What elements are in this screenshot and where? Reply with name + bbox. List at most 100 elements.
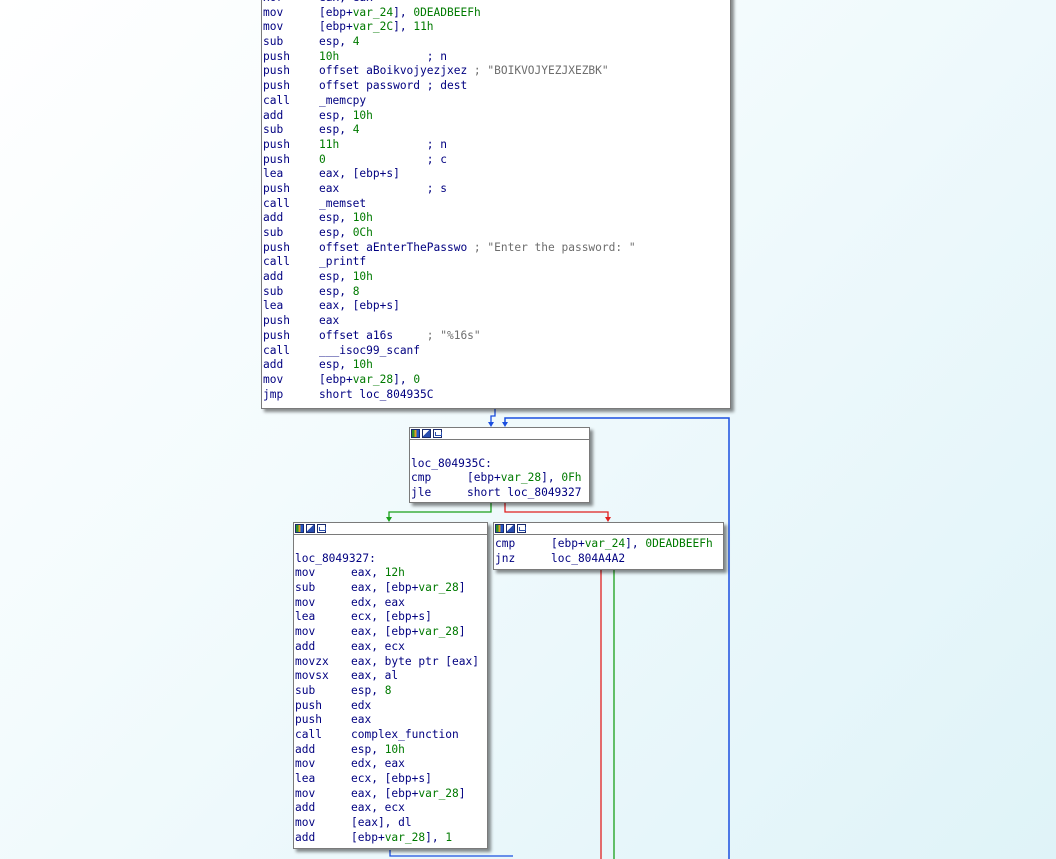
asm-line[interactable]: call_memset <box>262 197 730 212</box>
mnemonic: mov <box>295 816 316 830</box>
edge-main-to-check <box>490 408 496 424</box>
asm-line[interactable]: loc_8049327: <box>294 552 487 567</box>
operands: eax, [ebp+s] <box>319 299 400 314</box>
arrow-false <box>605 517 611 522</box>
operands: 0 ; c <box>319 153 447 168</box>
mnemonic: sub <box>295 581 316 595</box>
operands: eax, ecx <box>351 801 405 816</box>
mnemonic: add <box>295 830 316 844</box>
operands: eax, [ebp+s] <box>319 167 400 182</box>
operands: edx, eax <box>351 757 405 772</box>
asm-line[interactable]: lea eax, [ebp+s] <box>262 167 730 182</box>
asm-line[interactable]: add[ebp+var_28], 1 <box>294 831 487 846</box>
asm-line[interactable]: xoreax, eax <box>262 0 730 6</box>
block-main[interactable]: xoreax, eaxmov[ebp+var_24], 0DEADBEEFhmo… <box>261 0 731 409</box>
operands: eax, [ebp+var_28] <box>351 787 466 802</box>
asm-line[interactable]: call_memcpy <box>262 94 730 109</box>
operand-text: esp, <box>351 683 385 697</box>
function-name: _printf <box>319 255 367 269</box>
asm-line[interactable] <box>410 442 589 457</box>
operand-text: esp, <box>319 35 353 49</box>
number-literal: 10h <box>352 270 373 284</box>
operands: offset aEnterThePasswo ; "Enter the pass… <box>319 241 636 256</box>
operand-text: esp, <box>319 123 353 137</box>
asm-line[interactable]: mov[ebp+var_28], 0 <box>262 373 730 388</box>
stack-variable: var_28 <box>500 471 542 485</box>
asm-line[interactable]: mov[ebp+var_24], 0DEADBEEFh <box>262 6 730 21</box>
mnemonic: add <box>263 270 284 284</box>
mnemonic: lea <box>263 167 284 181</box>
code-label: loc_8049327: <box>295 551 376 565</box>
asm-line[interactable]: cmp[ebp+var_28], 0Fh <box>410 471 589 486</box>
asm-line[interactable]: cmp[ebp+var_24], 0DEADBEEFh <box>494 537 723 552</box>
operand-text: esp, <box>319 226 353 239</box>
operands: eax <box>351 713 371 728</box>
asm-line[interactable]: loc_804935C: <box>410 457 589 472</box>
mnemonic: mov <box>263 5 284 19</box>
mnemonic: cmp <box>495 537 516 550</box>
operands: esp, 10h <box>319 270 373 285</box>
mnemonic: call <box>263 255 290 269</box>
operand-text: eax, [ebp+ <box>351 625 419 639</box>
operand-text: [ebp+ <box>319 372 353 386</box>
stack-variable: var_24 <box>352 5 394 19</box>
mnemonic: call <box>263 196 290 210</box>
number-literal: 11h <box>319 137 340 151</box>
comment: ; c <box>325 152 447 166</box>
asm-line[interactable] <box>294 537 487 552</box>
asm-line[interactable]: mov[ebp+var_2C], 11h <box>262 20 730 35</box>
operand-text: [ebp+ <box>551 537 585 550</box>
asm-line[interactable]: call _printf <box>262 255 730 270</box>
asm-line[interactable]: add esp, 10h <box>262 270 730 285</box>
mnemonic: push <box>263 79 290 93</box>
operand-text: eax, <box>351 566 385 580</box>
asm-line[interactable]: mov [eax], dl <box>294 816 487 831</box>
asm-line[interactable]: call___isoc99_scanf <box>262 344 730 359</box>
operands: [ebp+var_2C], 11h <box>319 20 434 35</box>
operands: eax, byte ptr [eax] <box>351 655 479 670</box>
arrow-main-to-check <box>488 422 494 427</box>
operands: [eax], dl <box>351 816 412 831</box>
mnemonic: push <box>263 64 290 78</box>
